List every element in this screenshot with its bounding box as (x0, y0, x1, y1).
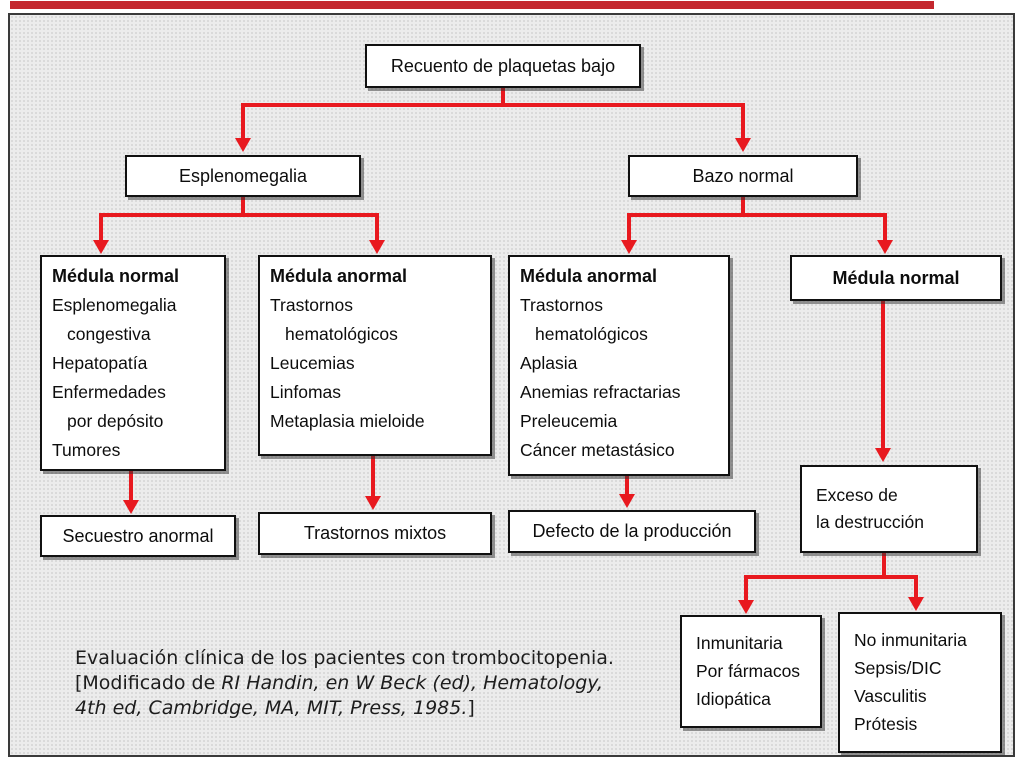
connector-line (627, 213, 887, 217)
connector-line (625, 475, 629, 495)
connector-line (129, 470, 133, 501)
box-line: Prótesis (854, 714, 918, 734)
arrow-down-icon (369, 240, 385, 254)
arrow-down-icon (738, 600, 754, 614)
box-line: Exceso de (816, 485, 898, 505)
arrow-down-icon (365, 496, 381, 510)
connector-line (241, 103, 745, 107)
arrow-down-icon (621, 240, 637, 254)
box-line: Leucemias (270, 353, 355, 373)
connector-line (99, 213, 379, 217)
box-line: la destrucción (816, 512, 924, 532)
node-defecto-produccion: Defecto de la producción (508, 510, 756, 553)
box-line: Enfermedades (52, 382, 166, 402)
box-line: Anemias refractarias (520, 382, 681, 402)
box-line: por depósito (67, 411, 164, 431)
connector-line (744, 575, 748, 602)
node-secuestro-anormal: Secuestro anormal (40, 515, 236, 557)
connector-line (241, 195, 245, 215)
box-line: Idiopática (696, 689, 771, 709)
connector-line (241, 103, 245, 139)
arrow-down-icon (875, 448, 891, 462)
box-line: Inmunitaria (696, 633, 783, 653)
box-line: Sepsis/DIC (854, 658, 942, 678)
box-line: Metaplasia mieloide (270, 411, 425, 431)
box-line: Linfomas (270, 382, 342, 402)
slide-top-red-bar (10, 1, 934, 9)
arrow-down-icon (235, 138, 251, 152)
box-line: Hepatopatía (52, 353, 148, 373)
box-line: Trastornos (520, 295, 603, 315)
caption-line: 4th ed, Cambridge, MA, MIT, Press, 1985.… (75, 697, 475, 719)
connector-line (744, 575, 918, 579)
box-line: Aplasia (520, 353, 578, 373)
connector-line (501, 86, 505, 105)
box-line: hematológicos (535, 324, 648, 344)
arrow-down-icon (908, 597, 924, 611)
caption-line: Evaluación clínica de los pacientes con … (75, 647, 614, 669)
box-title: Médula anormal (520, 266, 658, 286)
connector-line (627, 213, 631, 241)
connector-line (741, 103, 745, 139)
connector-line (882, 553, 886, 577)
arrow-down-icon (619, 494, 635, 508)
box-line: Tumores (52, 440, 121, 460)
box-line: Cáncer metastásico (520, 440, 675, 460)
box-line: Esplenomegalia (52, 295, 177, 315)
node-exceso-destruccion: Exceso de la destrucción (800, 465, 978, 553)
caption-line: [Modificado de RI Handin, en W Beck (ed)… (75, 672, 604, 694)
box-line: Vasculitis (854, 686, 927, 706)
connector-line (99, 213, 103, 241)
node-recuento-plaquetas-bajo: Recuento de plaquetas bajo (365, 44, 641, 88)
connector-line (375, 213, 379, 241)
figure-caption: Evaluación clínica de los pacientes con … (75, 646, 665, 721)
arrow-down-icon (93, 240, 109, 254)
box-line: No inmunitaria (854, 630, 967, 650)
node-bazo-normal: Bazo normal (628, 155, 858, 197)
box-line: Preleucemia (520, 411, 618, 431)
connector-line (881, 301, 885, 449)
connector-line (883, 213, 887, 241)
node-medula-normal-derecha: Médula normal (790, 255, 1002, 301)
arrow-down-icon (735, 138, 751, 152)
node-esplenomegalia: Esplenomegalia (125, 155, 361, 197)
node-trastornos-mixtos: Trastornos mixtos (258, 512, 492, 555)
connector-line (371, 455, 375, 497)
arrow-down-icon (123, 500, 139, 514)
box-title: Médula normal (52, 266, 180, 286)
box-title: Médula anormal (270, 266, 408, 286)
arrow-down-icon (877, 240, 893, 254)
box-line: hematológicos (285, 324, 398, 344)
box-line: Trastornos (270, 295, 353, 315)
box-items: Exceso de la destrucción (816, 482, 976, 536)
connector-line (914, 575, 918, 599)
connector-line (741, 195, 745, 215)
box-line: Por fármacos (696, 661, 801, 681)
box-line: congestiva (67, 324, 151, 344)
